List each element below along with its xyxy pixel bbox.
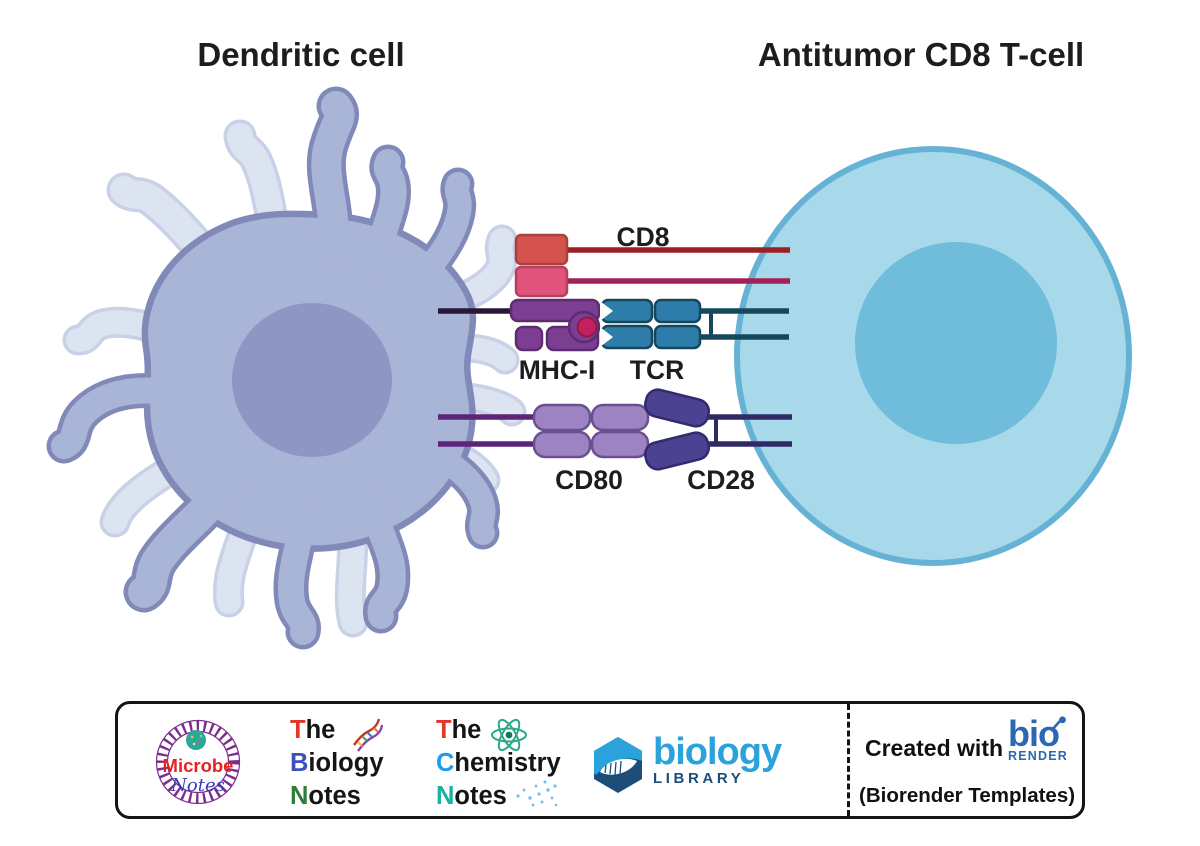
microbe-notes-ring-icon [155, 719, 241, 805]
cd8-receptor [514, 233, 790, 298]
atom-icon [491, 718, 527, 752]
cd80-domain [532, 403, 592, 432]
tcr-domain [653, 324, 702, 350]
hexagon-dna-icon [594, 737, 642, 793]
biology-notes-line1: The [290, 716, 336, 744]
biology-library-logo: biology LIBRARY [590, 731, 782, 794]
biorender-logo: bio RENDER [1008, 713, 1078, 764]
tcr-receptor [600, 298, 789, 350]
cd80-label: CD80 [555, 465, 623, 495]
microbe-notes-logo: Microbe Notes [151, 715, 245, 809]
cd8-label: CD8 [616, 222, 669, 252]
credits-bar: Microbe Notes The Biology Notes [115, 701, 1085, 819]
particles-icon [516, 780, 558, 807]
cd8-domain-top [514, 233, 569, 266]
the-chemistry-notes-logo: The Chemistry Notes [436, 714, 596, 813]
dendritic-tentacles [51, 91, 496, 645]
created-with-label: Created with [865, 735, 1004, 761]
biology-library-subname: LIBRARY [653, 770, 745, 787]
cd28-label: CD28 [687, 465, 755, 495]
cell-interaction-diagram: Dendritic cell Antitumor CD8 T-cell [46, 36, 1132, 650]
molecule-node-icon [1050, 716, 1066, 732]
mhc1-b2m-domain [514, 325, 544, 352]
divider [847, 704, 850, 816]
receptor-labels: CD8 MHC-I TCR CD80 CD28 [519, 222, 755, 495]
chemistry-notes-line1: The [436, 716, 482, 744]
biorender-templates-note: (Biorender Templates) [859, 784, 1076, 807]
cd80-receptor [438, 403, 650, 459]
microbe-notes-subword: Notes [171, 775, 225, 796]
chemistry-notes-line2: Chemistry [436, 749, 561, 777]
tcr-notch [600, 301, 613, 321]
mhc1-label: MHC-I [519, 355, 596, 385]
dendritic-cell-nucleus [232, 303, 392, 457]
the-biology-notes-logo: The Biology Notes [290, 714, 430, 813]
biology-notes-line2: Biology [290, 749, 384, 777]
tcr-notch [600, 327, 613, 347]
cd80-domain [532, 430, 592, 459]
cd28-receptor [643, 388, 792, 471]
tcr-label: TCR [630, 355, 684, 385]
microbe-notes-word: Microbe [162, 755, 234, 776]
antigen-peptide [576, 316, 598, 338]
cd80-domain [590, 403, 650, 432]
chemistry-notes-line3: Notes [436, 782, 507, 810]
biorender-subword: RENDER [1008, 749, 1068, 763]
cd8-domain-bottom [514, 265, 569, 298]
mhc1-molecule [438, 298, 601, 352]
cd80-domain [590, 430, 650, 459]
biology-library-name: biology [653, 731, 782, 773]
dendritic-cell [46, 86, 527, 650]
t-cell-nucleus [855, 242, 1057, 444]
biology-notes-line3: Notes [290, 782, 361, 810]
cd28-domain-top [643, 388, 711, 428]
cd28-domain-bottom [643, 431, 711, 471]
tcr-domain [653, 298, 702, 324]
biorender-wordmark: bio [1008, 713, 1060, 754]
microbe-globe-icon [186, 730, 206, 750]
dna-icon [353, 718, 384, 752]
t-cell-title: Antitumor CD8 T-cell [758, 36, 1084, 73]
created-with-block: Created with bio RENDER (Biorender Templ… [859, 704, 1088, 822]
t-cell [734, 146, 1132, 566]
dendritic-cell-title: Dendritic cell [197, 36, 404, 73]
